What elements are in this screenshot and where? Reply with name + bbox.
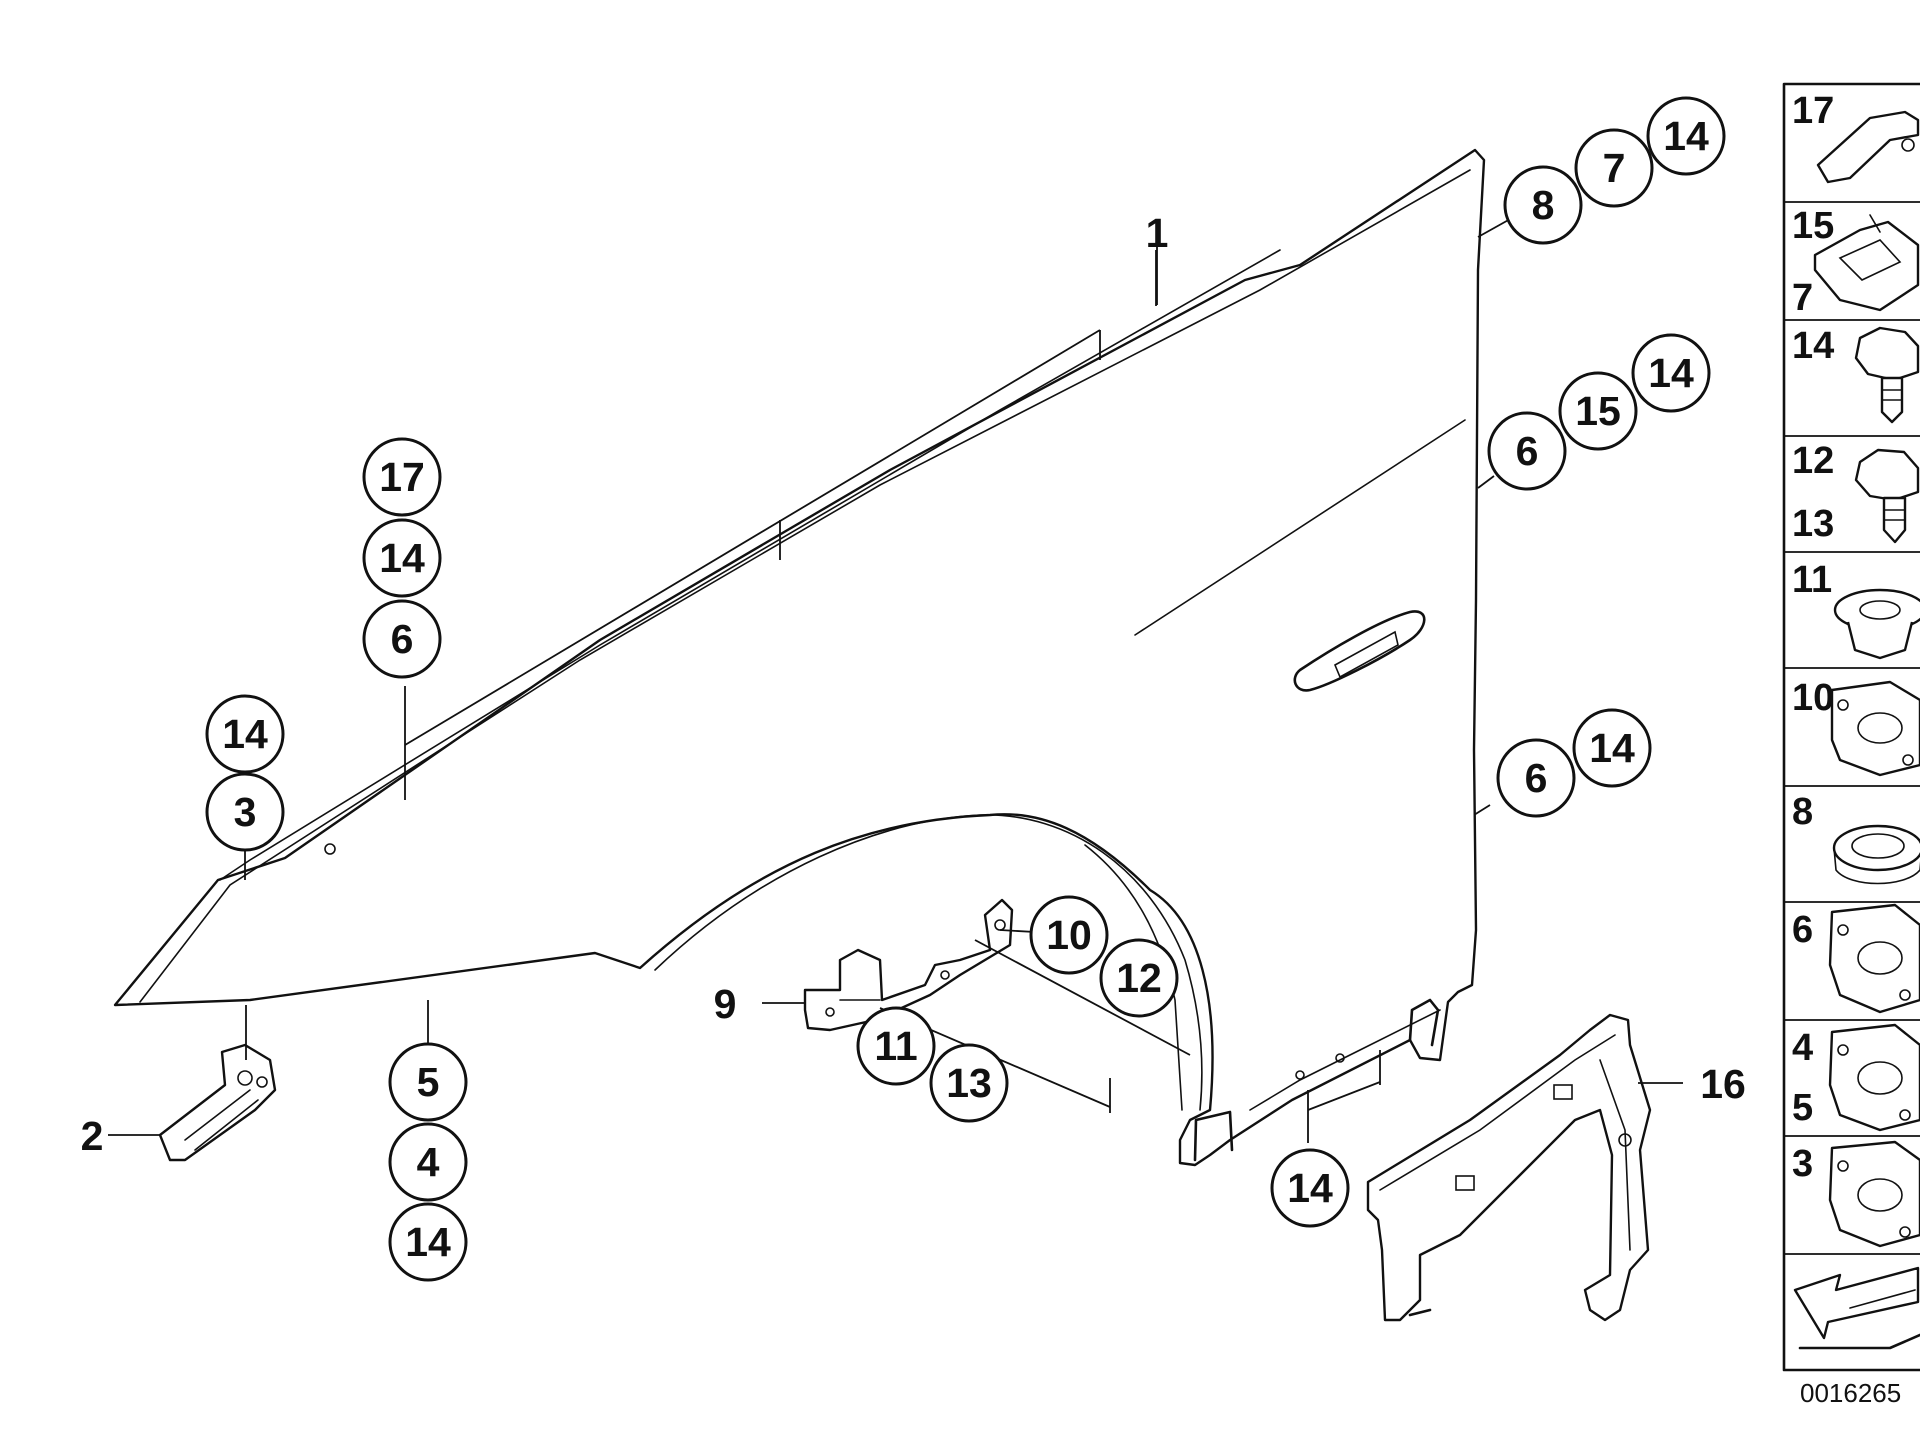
callout-14: 14 bbox=[362, 518, 442, 598]
svg-text:13: 13 bbox=[946, 1060, 992, 1106]
callout-10: 10 bbox=[1029, 895, 1109, 975]
callout-7: 7 bbox=[1574, 128, 1654, 208]
callout-14: 14 bbox=[1631, 333, 1711, 413]
fender-panel bbox=[113, 148, 1486, 1167]
legend-num-10: 10 bbox=[1792, 677, 1834, 719]
svg-text:8: 8 bbox=[1532, 182, 1555, 228]
svg-text:12: 12 bbox=[1116, 955, 1162, 1001]
bracket-part-2 bbox=[158, 1043, 277, 1162]
legend-num-12: 12 bbox=[1792, 440, 1834, 482]
rubber-pad-icon bbox=[1828, 1023, 1920, 1132]
callout-15: 15 bbox=[1558, 371, 1638, 451]
label-1: 1 bbox=[1146, 210, 1169, 256]
callout-13: 13 bbox=[929, 1043, 1009, 1123]
legend-num-3: 3 bbox=[1792, 1143, 1813, 1185]
rubber-pad-icon bbox=[1828, 1140, 1920, 1248]
label-2: 2 bbox=[81, 1113, 104, 1159]
callout-12: 12 bbox=[1099, 938, 1179, 1018]
callout-14: 14 bbox=[388, 1202, 468, 1282]
legend-num-7: 7 bbox=[1792, 277, 1813, 319]
svg-text:14: 14 bbox=[1663, 113, 1709, 159]
hex-screw-icon bbox=[1854, 448, 1920, 544]
svg-text:6: 6 bbox=[1516, 428, 1539, 474]
svg-text:6: 6 bbox=[1525, 755, 1548, 801]
direction-arrow-icon bbox=[1793, 1266, 1920, 1350]
legend-num-13: 13 bbox=[1792, 503, 1834, 545]
grommet-icon bbox=[1833, 588, 1920, 660]
callout-14: 14 bbox=[1646, 96, 1726, 176]
hex-screw-icon bbox=[1854, 326, 1920, 424]
rubber-pad-icon bbox=[1830, 680, 1920, 777]
svg-text:14: 14 bbox=[1589, 725, 1635, 771]
callout-4: 4 bbox=[388, 1122, 468, 1202]
svg-text:6: 6 bbox=[391, 616, 414, 662]
svg-text:3: 3 bbox=[234, 789, 257, 835]
svg-text:7: 7 bbox=[1603, 145, 1626, 191]
svg-text:10: 10 bbox=[1046, 912, 1092, 958]
svg-text:11: 11 bbox=[874, 1023, 917, 1069]
rubber-pad-icon bbox=[1828, 903, 1920, 1014]
ring-seal-icon bbox=[1832, 824, 1920, 885]
callout-17: 17 bbox=[362, 437, 442, 517]
callout-14: 14 bbox=[1270, 1148, 1350, 1228]
svg-text:17: 17 bbox=[379, 454, 425, 500]
legend-num-14: 14 bbox=[1792, 325, 1834, 367]
legend-num-4: 4 bbox=[1792, 1027, 1813, 1069]
svg-text:14: 14 bbox=[405, 1219, 451, 1265]
svg-text:14: 14 bbox=[1287, 1165, 1333, 1211]
support-part-16 bbox=[1366, 1013, 1652, 1322]
legend-num-11: 11 bbox=[1792, 559, 1832, 601]
callout-5: 5 bbox=[388, 1042, 468, 1122]
svg-text:14: 14 bbox=[222, 711, 268, 757]
label-16: 16 bbox=[1700, 1061, 1746, 1107]
diagram-code: 0016265 bbox=[1800, 1378, 1901, 1408]
callout-8: 8 bbox=[1503, 165, 1583, 245]
legend-num-17: 17 bbox=[1792, 90, 1834, 132]
callout-14: 14 bbox=[205, 694, 285, 774]
callout-6: 6 bbox=[1487, 411, 1567, 491]
spring-nut-icon bbox=[1813, 214, 1920, 312]
callout-3: 3 bbox=[205, 772, 285, 852]
legend-num-8: 8 bbox=[1792, 791, 1813, 833]
callout-6: 6 bbox=[1496, 738, 1576, 818]
clip-icon bbox=[1816, 110, 1920, 184]
svg-text:15: 15 bbox=[1575, 388, 1621, 434]
svg-text:14: 14 bbox=[1648, 350, 1694, 396]
legend-num-6: 6 bbox=[1792, 909, 1813, 951]
callout-11: 11 bbox=[856, 1006, 936, 1086]
legend-strip: 17 15 7 14 12 13 11 bbox=[1782, 82, 1920, 1372]
svg-text:4: 4 bbox=[417, 1139, 440, 1185]
legend-num-15: 15 bbox=[1792, 205, 1834, 247]
svg-text:5: 5 bbox=[417, 1059, 440, 1105]
callout-14: 14 bbox=[1572, 708, 1652, 788]
svg-text:14: 14 bbox=[379, 535, 425, 581]
callout-6: 6 bbox=[362, 599, 442, 679]
label-9: 9 bbox=[714, 981, 737, 1027]
legend-num-5: 5 bbox=[1792, 1087, 1813, 1129]
